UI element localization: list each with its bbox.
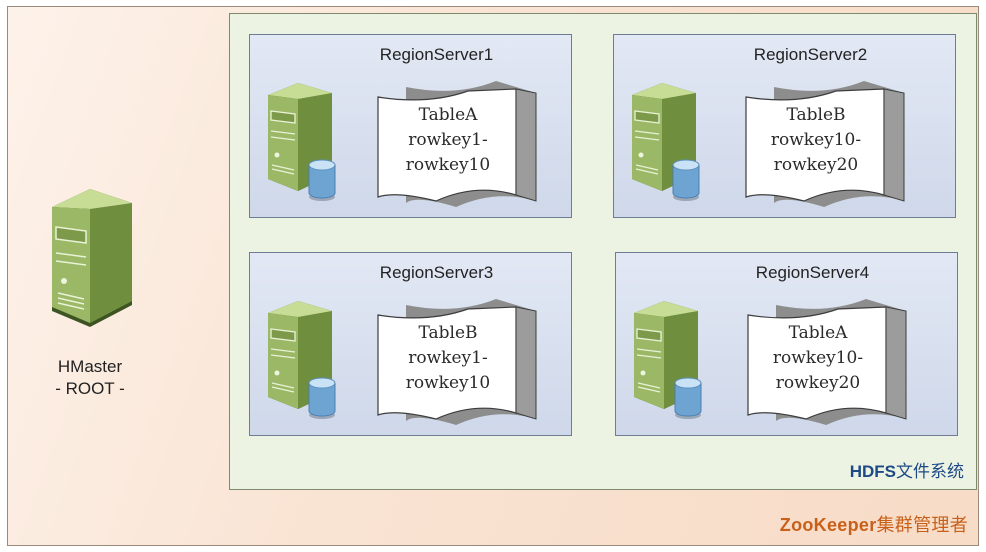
region-server-3: RegionServer3 TableB rowkey1- rowkey10 xyxy=(249,252,572,436)
rowkey-start: rowkey1- xyxy=(408,130,488,150)
region-server-title: RegionServer3 xyxy=(379,263,494,282)
region-table-card: TableB rowkey1- rowkey10 xyxy=(376,297,556,427)
rowkey-end: rowkey10 xyxy=(405,155,491,175)
document-shape xyxy=(377,81,537,207)
document-shape xyxy=(747,299,907,425)
table-name: TableA xyxy=(788,323,848,343)
table-name: TableB xyxy=(418,323,478,343)
table-name: TableA xyxy=(418,105,478,125)
region-table-text: TableA rowkey10- rowkey20 xyxy=(738,321,898,396)
table-name: TableB xyxy=(786,105,846,125)
region-table-card: TableB rowkey10- rowkey20 xyxy=(744,79,924,209)
server-db-icon xyxy=(268,83,336,201)
server-db-icon xyxy=(268,301,336,419)
hmaster-server-icon xyxy=(52,189,132,327)
region-server-title: RegionServer2 xyxy=(753,45,868,64)
region-server-2: RegionServer2 TableB rowkey10- rowkey20 xyxy=(613,34,956,218)
region-table-text: TableB rowkey10- rowkey20 xyxy=(736,103,896,178)
region-table-text: TableA rowkey1- rowkey10 xyxy=(368,103,528,178)
rowkey-start: rowkey10- xyxy=(772,348,864,368)
region-server-1: RegionServer1 TableA rowkey1- rowkey10 xyxy=(249,34,572,218)
hdfs-label: HDFS文件系统 xyxy=(849,462,964,482)
hmaster-role: - ROOT - xyxy=(55,379,125,398)
rowkey-start: rowkey1- xyxy=(408,348,488,368)
rowkey-start: rowkey10- xyxy=(770,130,862,150)
document-shape xyxy=(377,299,537,425)
server-db-icon xyxy=(634,301,702,419)
rowkey-end: rowkey20 xyxy=(775,373,861,393)
rowkey-end: rowkey20 xyxy=(773,155,859,175)
region-server-title: RegionServer1 xyxy=(379,45,494,64)
rowkey-end: rowkey10 xyxy=(405,373,491,393)
document-shape xyxy=(745,81,905,207)
region-server-title: RegionServer4 xyxy=(755,263,870,282)
region-table-card: TableA rowkey10- rowkey20 xyxy=(746,297,926,427)
region-table-text: TableB rowkey1- rowkey10 xyxy=(368,321,528,396)
zookeeper-label: ZooKeeper集群管理者 xyxy=(779,515,968,536)
region-table-card: TableA rowkey1- rowkey10 xyxy=(376,79,556,209)
server-db-icon xyxy=(632,83,700,201)
hmaster-name: HMaster xyxy=(57,357,123,376)
hmaster-label: HMaster - ROOT - xyxy=(15,356,165,400)
region-server-4: RegionServer4 TableA rowkey10- rowkey20 xyxy=(615,252,958,436)
